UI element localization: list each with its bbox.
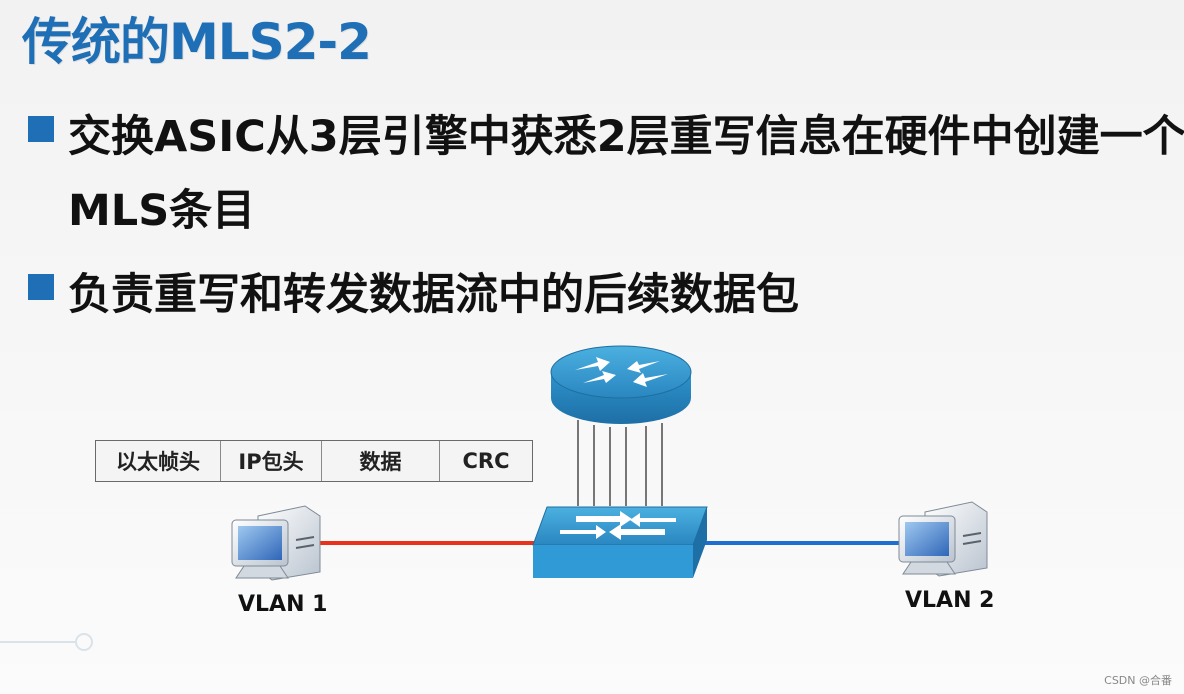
- page-title: 传统的MLS2-2: [22, 13, 372, 71]
- frame-format-table: 以太帧头 IP包头 数据 CRC: [95, 440, 533, 482]
- bullet-text: 交换ASIC从3层引擎中获悉2层重写信息在硬件中创建一个MLS条目: [68, 112, 1184, 236]
- frame-cell-ethernet-header: 以太帧头: [96, 441, 221, 481]
- vlan2-label: VLAN 2: [905, 588, 995, 613]
- host-pc-right-icon: [898, 501, 988, 577]
- vlan1-label: VLAN 1: [238, 592, 328, 617]
- frame-cell-data: 数据: [322, 441, 440, 481]
- bullet-text: 负责重写和转发数据流中的后续数据包: [68, 270, 799, 320]
- slide-decoration: [0, 633, 93, 651]
- watermark: CSDN @合番: [1104, 674, 1172, 687]
- bullet-item: 交换ASIC从3层引擎中获悉2层重写信息在硬件中创建一个MLS条目: [28, 100, 1184, 248]
- frame-cell-crc: CRC: [462, 449, 510, 473]
- bullet-item: 负责重写和转发数据流中的后续数据包: [28, 258, 1184, 332]
- router-switch-links: [577, 420, 663, 506]
- multilayer-switch-icon: [532, 506, 708, 578]
- bullet-square-icon: [28, 274, 54, 300]
- host-pc-left-icon: [231, 505, 321, 581]
- frame-cell-ip-header: IP包头: [221, 441, 322, 481]
- router-icon: [550, 345, 692, 424]
- bullet-square-icon: [28, 116, 54, 142]
